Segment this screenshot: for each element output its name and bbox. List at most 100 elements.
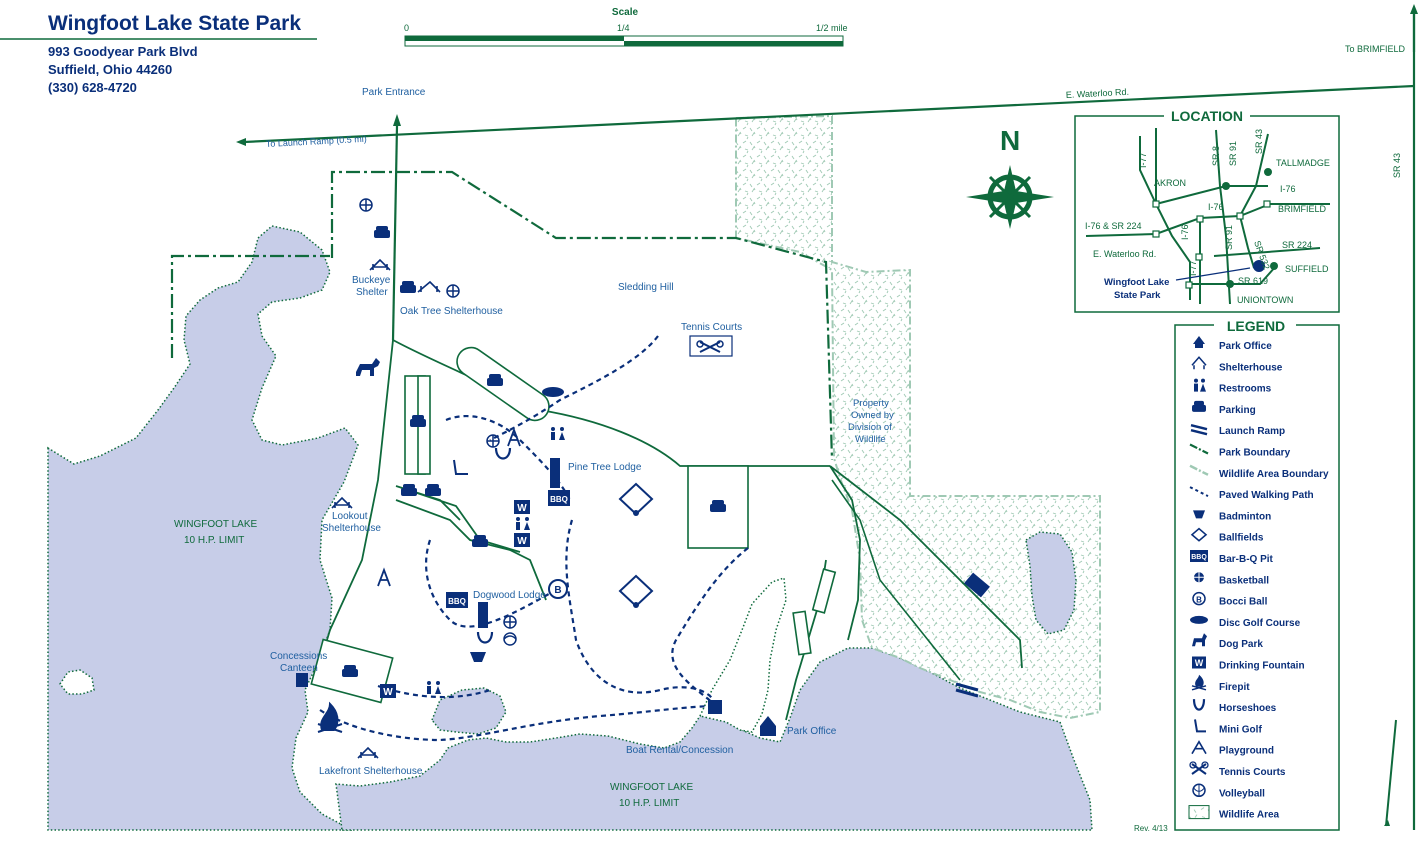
firepit-icon (1191, 674, 1207, 691)
concessions-building (296, 673, 308, 687)
bocci-icon: B (1192, 591, 1206, 606)
legend-label: Drinking Fountain (1219, 661, 1305, 672)
sledding-hill-label: Sledding Hill (618, 282, 674, 293)
compass-north: N (1000, 125, 1020, 156)
tennis-icon (1189, 761, 1209, 775)
legend-label: Parking (1219, 405, 1256, 416)
roads (243, 8, 1416, 830)
restrooms-icon (551, 427, 565, 440)
legend-item: Horseshoes (1192, 699, 1277, 714)
shelterhouse-icon (1191, 356, 1207, 370)
scale-tick-0: 0 (404, 23, 409, 33)
loc-i76-sr224: I-76 & SR 224 (1085, 221, 1142, 231)
disc-golf-icon (542, 387, 564, 397)
playground-icon (507, 427, 521, 447)
basketball-icon (446, 284, 460, 298)
legend-item: W Drinking Fountain (1192, 656, 1305, 672)
lake-west-label-1: WINGFOOT LAKE (174, 519, 257, 530)
basketball-icon (1194, 572, 1204, 583)
legend-label: Park Office (1219, 341, 1272, 352)
bbq-icon-text: BBQ (550, 495, 568, 504)
volleyball-icon (1192, 783, 1206, 798)
svg-text:W: W (1195, 658, 1204, 668)
loc-tallmadge: TALLMADGE (1276, 158, 1330, 168)
badminton-icon (1193, 510, 1205, 519)
concessions-label-1: Concessions (270, 651, 327, 662)
ballfield-icon (1190, 527, 1208, 542)
legend-item: Tennis Courts (1189, 761, 1286, 778)
buckeye-label-2: Shelter (356, 287, 388, 298)
parking-icon (342, 665, 358, 677)
legend-item: Shelterhouse (1191, 356, 1283, 373)
east-road-line (1385, 719, 1397, 827)
legend-item: Park Office (1193, 336, 1272, 352)
map-icons: BBQ BBQ W W W B (296, 198, 990, 759)
park-office-icon (1193, 336, 1205, 348)
place-labels: Sledding Hill Tennis Courts Buckeye Shel… (174, 275, 894, 809)
loc-uniontown: UNIONTOWN (1237, 295, 1293, 305)
legend-item: Ballfields (1190, 527, 1264, 544)
park-office-label: Park Office (787, 726, 837, 737)
pine-tree-label: Pine Tree Lodge (568, 462, 642, 473)
lake-south (335, 576, 1093, 831)
parking-icon (401, 484, 417, 496)
launch-ramp-icon (955, 682, 979, 698)
park-boundary-icon (1189, 443, 1209, 455)
small-island (59, 669, 95, 695)
fountain-icon: W (514, 533, 530, 547)
svg-text:BBQ: BBQ (1191, 554, 1207, 561)
legend: LEGEND Park OfficeShelterhouseRestroomsP… (1174, 317, 1340, 831)
fountain-icon: W (1192, 656, 1206, 669)
property-label-4: Wildlife (855, 434, 886, 445)
lake-south-label-2: 10 H.P. LIMIT (619, 798, 679, 809)
loc-sr224: SR 224 (1282, 240, 1312, 250)
lookout-label-2: Shelterhouse (322, 523, 381, 534)
mini-golf-icon (1194, 719, 1206, 733)
address-line-1: 993 Goodyear Park Blvd (48, 44, 198, 59)
scale-tick-1: 1/4 (617, 23, 630, 33)
boat-rental-label: Boat Rental/Concession (626, 745, 733, 756)
scale-bar: Scale 0 1/4 1/2 mile (404, 7, 848, 47)
horseshoe-icon (1192, 699, 1206, 711)
parking-icon (425, 484, 441, 496)
legend-item: Mini Golf (1194, 719, 1262, 735)
parking-icon (400, 281, 416, 293)
legend-item: Paved Walking Path (1189, 486, 1314, 501)
bbq-icon: BBQ (1190, 550, 1208, 562)
legend-label: Launch Ramp (1219, 426, 1285, 437)
restrooms-icon (427, 681, 441, 694)
ballfield-icon (618, 482, 654, 516)
park-boundary (170, 170, 834, 461)
playground-icon (377, 567, 391, 587)
wingfoot-location-marker (1253, 260, 1265, 272)
legend-item: Badminton (1193, 510, 1271, 522)
wildlife-building (964, 572, 990, 598)
legend-label: Mini Golf (1219, 724, 1262, 735)
badminton-icon (470, 652, 486, 662)
horseshoe-icon (476, 631, 494, 644)
location-inset: LOCATION (1074, 108, 1340, 313)
loc-i76-mid: I-76 (1208, 202, 1224, 212)
legend-label: Restrooms (1219, 384, 1272, 395)
tennis-icon (689, 335, 733, 357)
playground-icon (1191, 740, 1207, 755)
address-line-2: Suffield, Ohio 44260 (48, 62, 172, 77)
legend-label: Tennis Courts (1219, 767, 1286, 778)
revision-label: Rev. 4/13 (1134, 824, 1168, 833)
fountain-icon-text: W (383, 687, 393, 698)
parking-icon (472, 535, 488, 547)
buckeye-label-1: Buckeye (352, 275, 391, 286)
park-entrance-label: Park Entrance (362, 87, 426, 98)
legend-label: Wildlife Area (1219, 810, 1280, 821)
loc-wingfoot-1: Wingfoot Lake (1104, 277, 1169, 288)
fountain-icon: W (380, 684, 396, 698)
boat-rental-building (708, 700, 722, 714)
fountain-icon-text: W (517, 536, 527, 547)
legend-item: Park Boundary (1189, 443, 1291, 459)
phone: (330) 628-4720 (48, 80, 137, 95)
fountain-icon: W (514, 500, 530, 514)
bbq-icon-text: BBQ (448, 597, 466, 606)
legend-label: Bocci Ball (1219, 597, 1268, 608)
legend-label: Bar-B-Q Pit (1219, 554, 1274, 565)
